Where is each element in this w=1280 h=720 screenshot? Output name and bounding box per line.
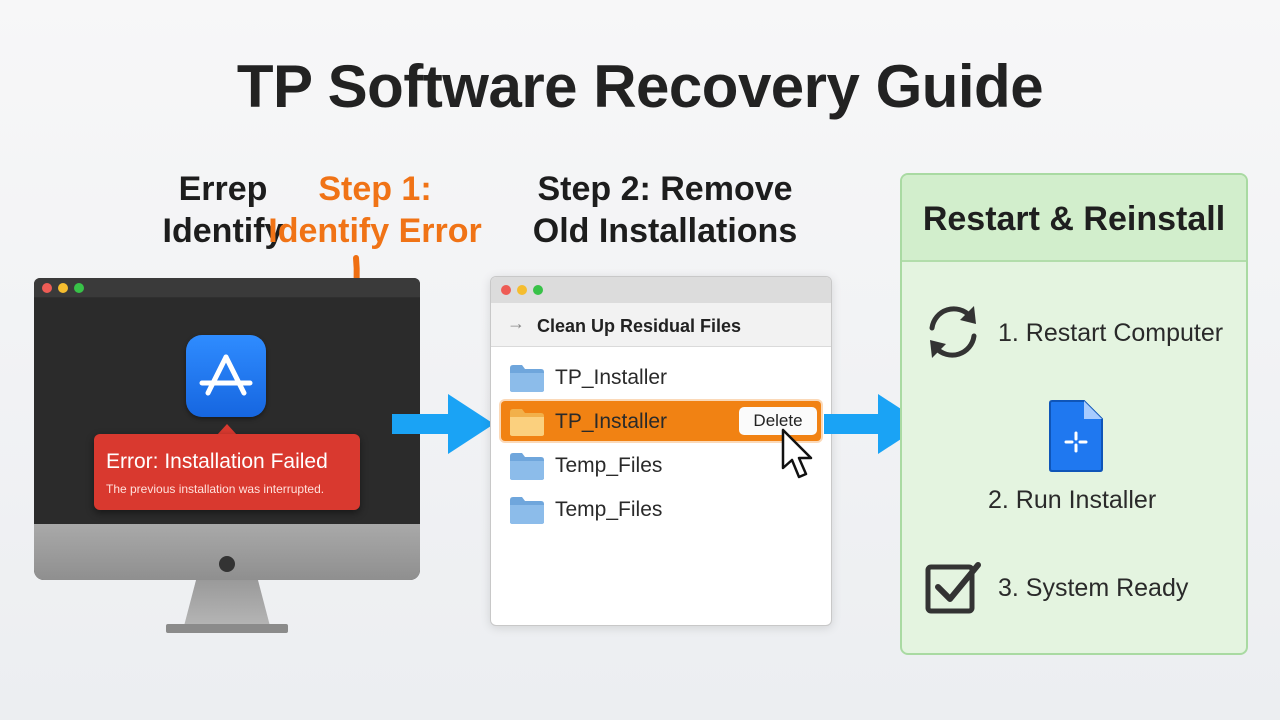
file-row-selected[interactable]: TP_Installer Delete	[501, 401, 821, 441]
minimize-dot-icon[interactable]	[517, 285, 527, 295]
mouse-cursor-icon	[781, 428, 813, 479]
checkbox-icon	[925, 562, 981, 614]
app-store-icon[interactable]	[186, 335, 266, 417]
error-pointer	[217, 424, 237, 435]
folder-icon	[510, 453, 544, 480]
window-title: Clean Up Residual Files	[537, 316, 742, 336]
arrow-right-icon	[392, 394, 494, 454]
file-row[interactable]: Temp_Files	[501, 489, 821, 529]
panel-title: Restart & Reinstall	[922, 200, 1226, 238]
step1-line-1: Step 1:	[318, 170, 432, 208]
step1-heading-left: Errep Identify	[118, 168, 328, 252]
step1-line-2: Identify Error	[268, 212, 482, 250]
panel-header: Restart & Reinstall	[902, 175, 1246, 262]
step2-line-1: Step 2: Remove	[537, 170, 793, 208]
monitor-camera-icon	[219, 556, 235, 572]
step2-heading: Step 2: Remove Old Installations	[510, 168, 820, 252]
installer-file-icon[interactable]	[1046, 399, 1106, 473]
window-header: → Clean Up Residual Files	[491, 303, 831, 347]
delete-button[interactable]: Delete	[739, 407, 817, 435]
arrow-right-small-icon: →	[507, 313, 525, 333]
step1-left-line-2: Identify	[162, 212, 284, 250]
page-title: TP Software Recovery Guide	[236, 53, 1044, 120]
window-titlebar	[491, 277, 831, 303]
step1-heading: Step 1: Identify Error	[260, 168, 490, 252]
folder-icon	[510, 365, 544, 392]
maximize-dot-icon[interactable]	[533, 285, 543, 295]
file-name: Temp_Files	[555, 454, 663, 477]
file-row[interactable]: Temp_Files	[501, 445, 821, 485]
step-run-installer-label: 2. Run Installer	[988, 486, 1157, 514]
file-cleanup-window: → Clean Up Residual Files TP_Installer T…	[490, 276, 832, 626]
error-title: Error: Installation Failed	[106, 450, 328, 473]
file-row[interactable]: TP_Installer	[501, 357, 821, 397]
step1-left-line-1: Errep	[178, 170, 268, 208]
file-name: TP_Installer	[555, 366, 668, 389]
close-dot-icon[interactable]	[501, 285, 511, 295]
folder-icon	[510, 409, 544, 436]
window-titlebar	[34, 278, 420, 298]
error-message: The previous installation was interrupte…	[106, 482, 325, 496]
folder-icon	[510, 497, 544, 524]
file-name: TP_Installer	[555, 410, 668, 433]
step2-line-2: Old Installations	[532, 212, 798, 250]
monitor-stand-foot	[166, 624, 288, 633]
error-dialog: Error: Installation Failed The previous …	[94, 434, 360, 510]
close-dot-icon[interactable]	[42, 283, 52, 293]
maximize-dot-icon[interactable]	[74, 283, 84, 293]
file-name: Temp_Files	[555, 498, 663, 521]
step-system-ready-label: 3. System Ready	[998, 574, 1189, 602]
minimize-dot-icon[interactable]	[58, 283, 68, 293]
step-restart-label: 1. Restart Computer	[998, 319, 1224, 347]
monitor-stand-neck	[184, 580, 270, 626]
restart-reinstall-panel: Restart & Reinstall 1. Restart Computer …	[900, 173, 1248, 655]
refresh-icon	[929, 306, 977, 358]
